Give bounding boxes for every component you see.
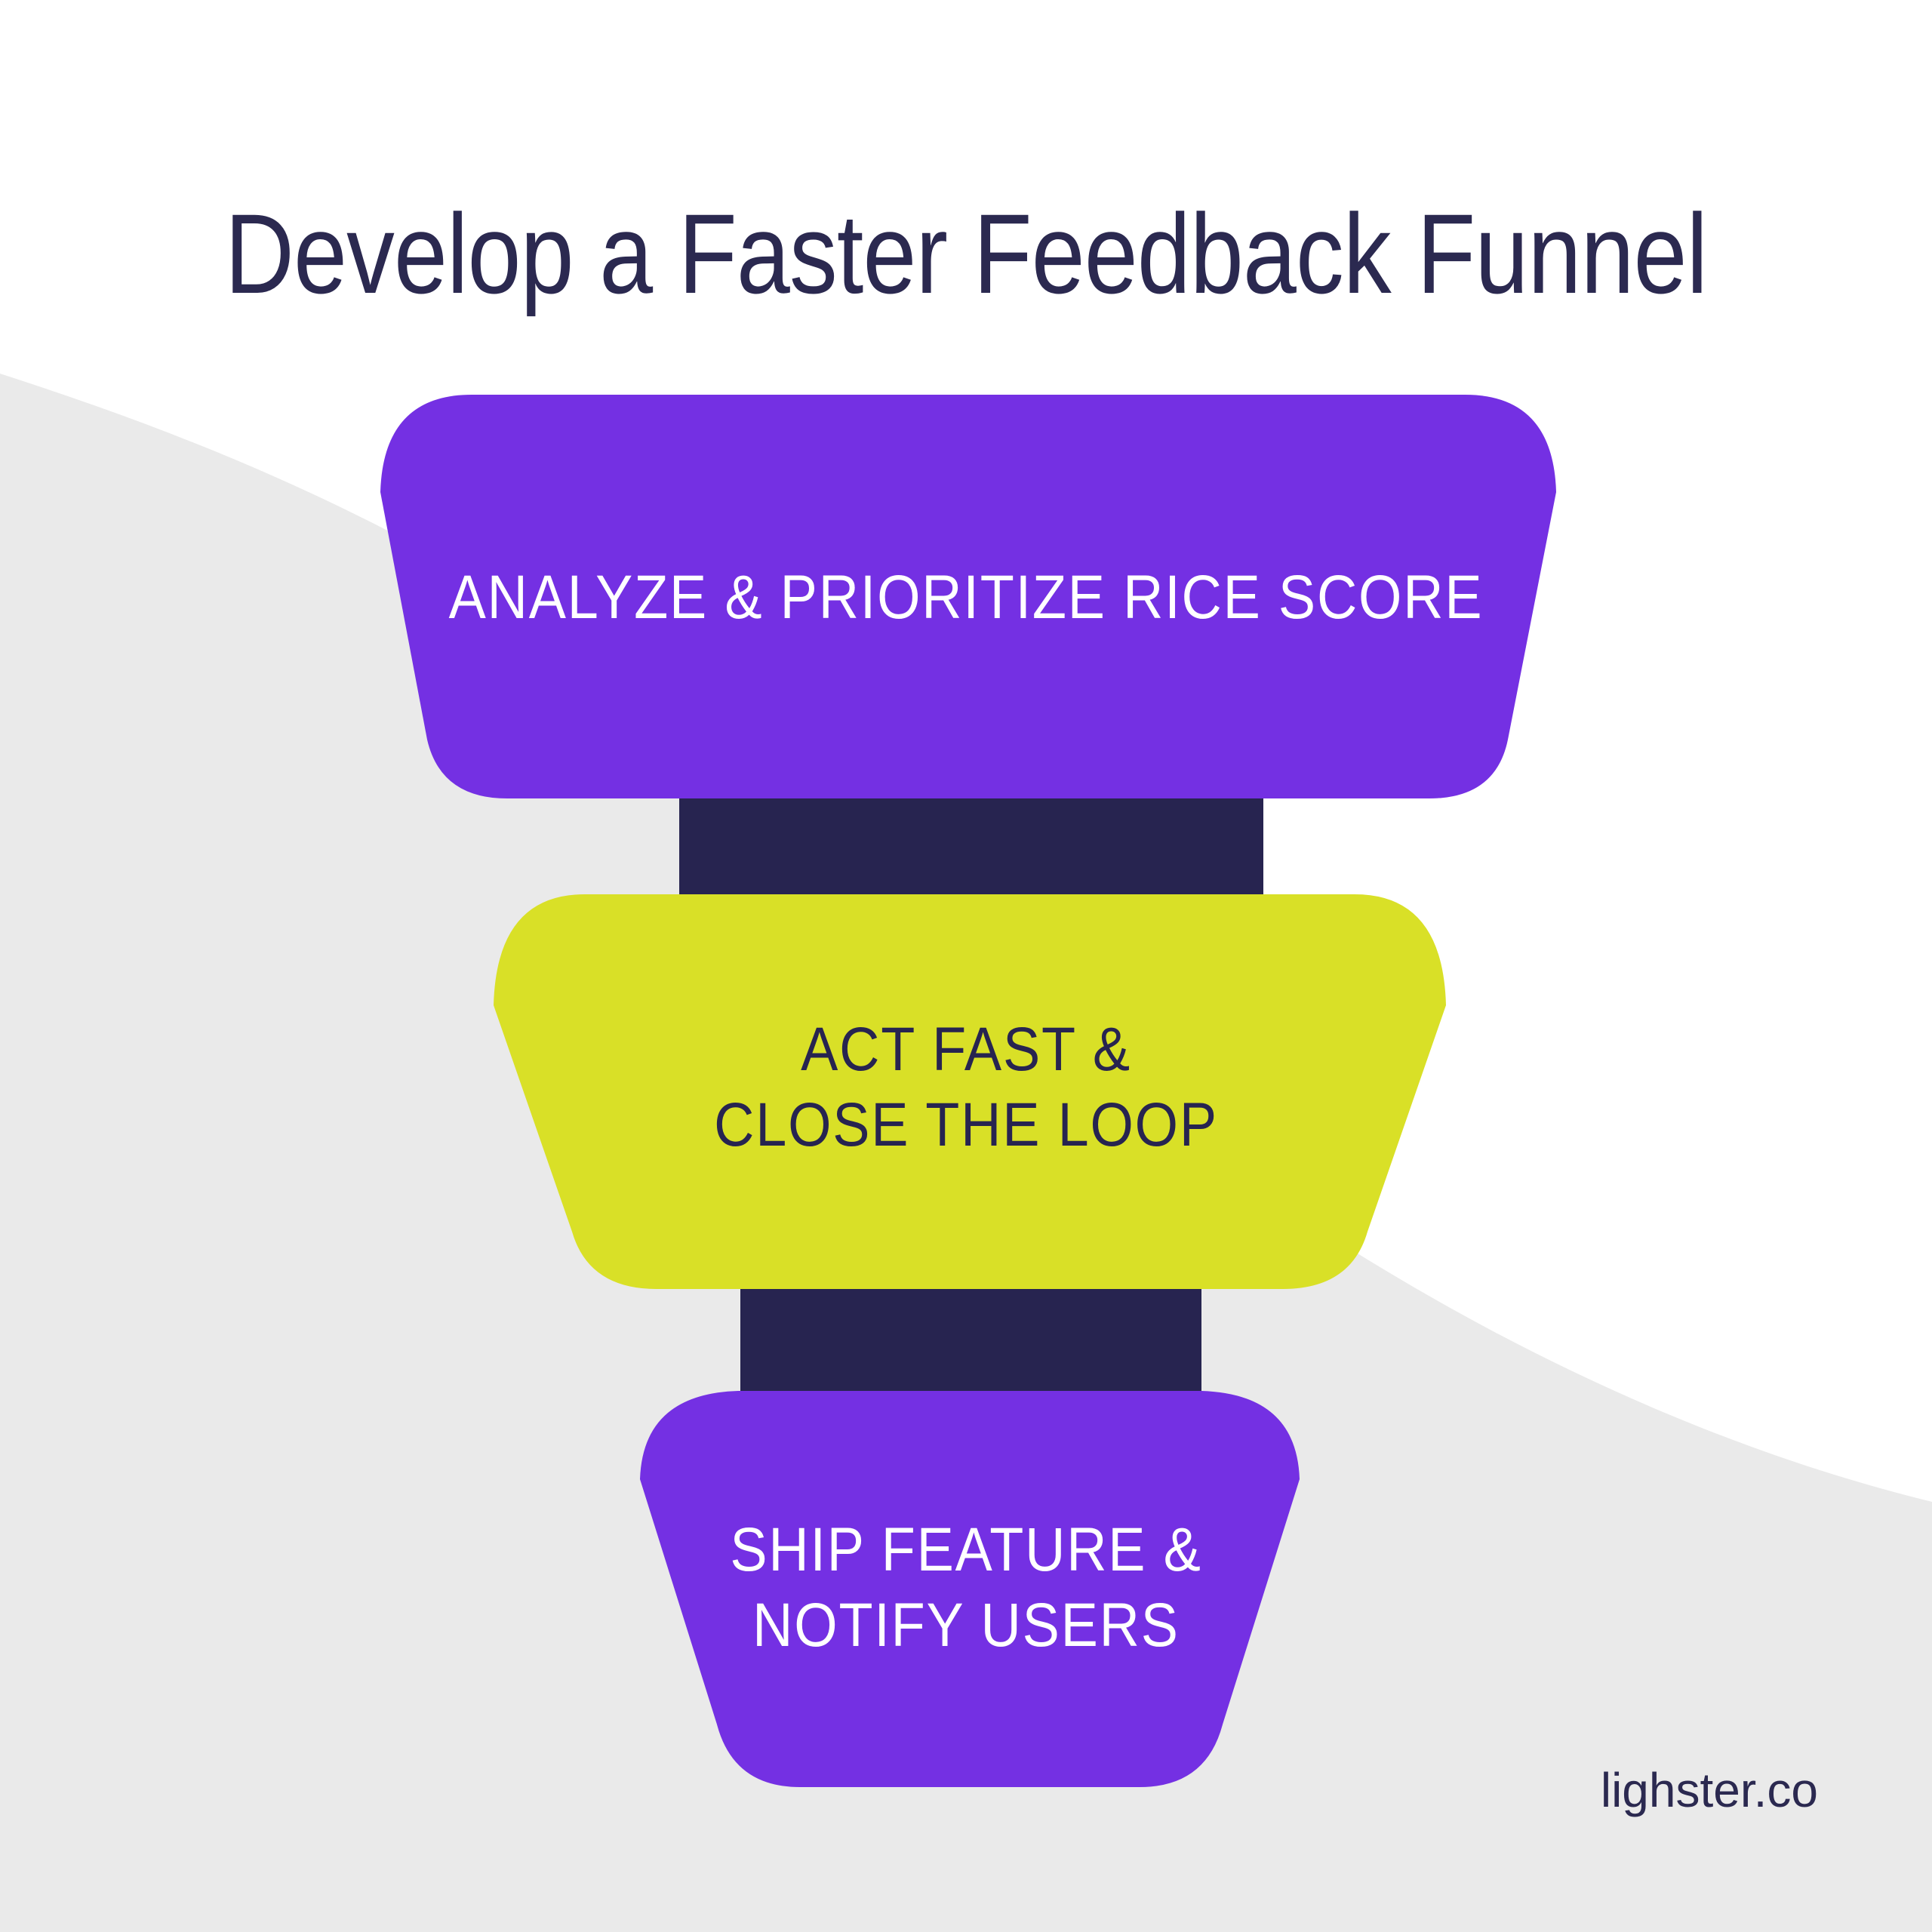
funnel-stage-3-label-line-2: NOTIFY USERS	[752, 1591, 1180, 1660]
funnel-stage-3-label: SHIP FEATURE & NOTIFY USERS	[97, 1512, 1835, 1663]
funnel-stage-1-shape	[380, 395, 1556, 798]
brand-footer: lighster.co	[1600, 1763, 1818, 1817]
funnel-connector-2	[740, 1275, 1201, 1400]
funnel-stage-2-label-line-2: CLOSE THE LOOP	[714, 1091, 1218, 1159]
funnel-stage-3-label-line-1: SHIP FEATURE &	[730, 1515, 1202, 1584]
funnel-stage-3-shape	[640, 1391, 1300, 1787]
funnel-connector-1	[679, 785, 1263, 906]
funnel-stage-2-shape	[494, 894, 1446, 1289]
funnel-stage-2-label-line-1: ACT FAST &	[801, 1015, 1131, 1084]
funnel-stage-2-label: ACT FAST & CLOSE THE LOOP	[97, 1012, 1835, 1163]
page-title: Develop a Faster Feedback Funnel	[224, 190, 1708, 317]
funnel-stage-1-label: ANALYZE & PRIORITIZE RICE SCORE	[448, 563, 1484, 632]
